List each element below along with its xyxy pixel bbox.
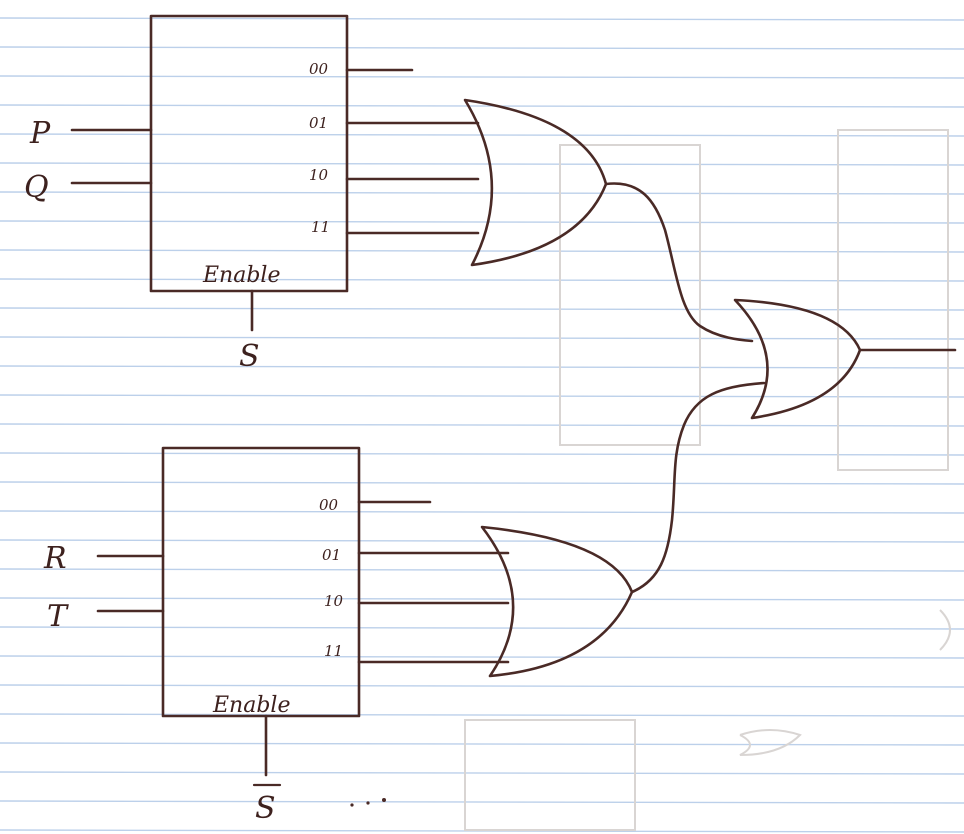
upper-input-q-label: Q — [24, 170, 49, 205]
bleed-through-marks — [464, 129, 951, 831]
ruled-line — [0, 481, 964, 485]
ruled-line — [0, 46, 964, 50]
ruled-line — [0, 713, 964, 717]
upper-output-00-label: 00 — [309, 60, 329, 78]
ruled-line — [0, 307, 964, 311]
ruled-line — [0, 220, 964, 224]
lower-output-01-label: 01 — [322, 546, 341, 564]
ruled-line — [0, 249, 964, 253]
lower-output-00-label: 00 — [319, 496, 339, 514]
ruled-line — [0, 771, 964, 775]
ruled-line — [0, 597, 964, 601]
upper-enable-label: Enable — [202, 263, 280, 288]
lower-input-r-label: R — [43, 541, 67, 576]
ruled-line — [0, 191, 964, 195]
upper-decoder-box — [149, 14, 349, 293]
ruled-line — [0, 75, 964, 79]
lower-or-gate — [480, 525, 634, 678]
ruled-line — [0, 162, 964, 166]
lower-decoder-box — [161, 446, 361, 718]
lower-gate-to-final-wire — [630, 381, 766, 594]
upper-enable-signal: S — [239, 339, 260, 374]
upper-output-01-label: 01 — [309, 114, 328, 132]
lower-output-10-label: 10 — [324, 592, 344, 610]
ruled-line — [0, 423, 964, 427]
upper-decoder: P Q 00 01 10 11 Enable S — [24, 14, 480, 374]
lower-decoder: R T 00 01 10 11 Enable S — [43, 446, 510, 826]
ruled-line — [0, 568, 964, 572]
notebook-ruled-lines — [0, 17, 964, 833]
ruled-line — [0, 800, 964, 804]
upper-output-10-label: 10 — [309, 166, 329, 184]
lower-output-11-label: 11 — [324, 642, 343, 660]
ruled-line — [0, 539, 964, 543]
ruled-line — [0, 452, 964, 456]
ruled-line — [0, 742, 964, 746]
ruled-line — [0, 626, 964, 630]
ruled-line — [0, 336, 964, 340]
ruled-line — [0, 104, 964, 108]
ruled-line — [0, 17, 964, 21]
stray-pen-marks — [350, 798, 386, 807]
upper-gate-to-final-wire — [604, 182, 754, 343]
upper-output-11-label: 11 — [311, 218, 330, 236]
ruled-line — [0, 655, 964, 659]
ruled-line — [0, 394, 964, 398]
upper-or-gate — [463, 98, 608, 267]
ruled-line — [0, 510, 964, 514]
ruled-line — [0, 365, 964, 369]
lower-input-t-label: T — [47, 599, 69, 634]
lower-enable-label: Enable — [212, 693, 290, 718]
ruled-line — [0, 278, 964, 282]
upper-input-p-label: P — [29, 116, 51, 151]
ruled-line — [0, 684, 964, 688]
lower-enable-signal: S — [255, 791, 276, 826]
final-or-gate — [733, 298, 862, 420]
